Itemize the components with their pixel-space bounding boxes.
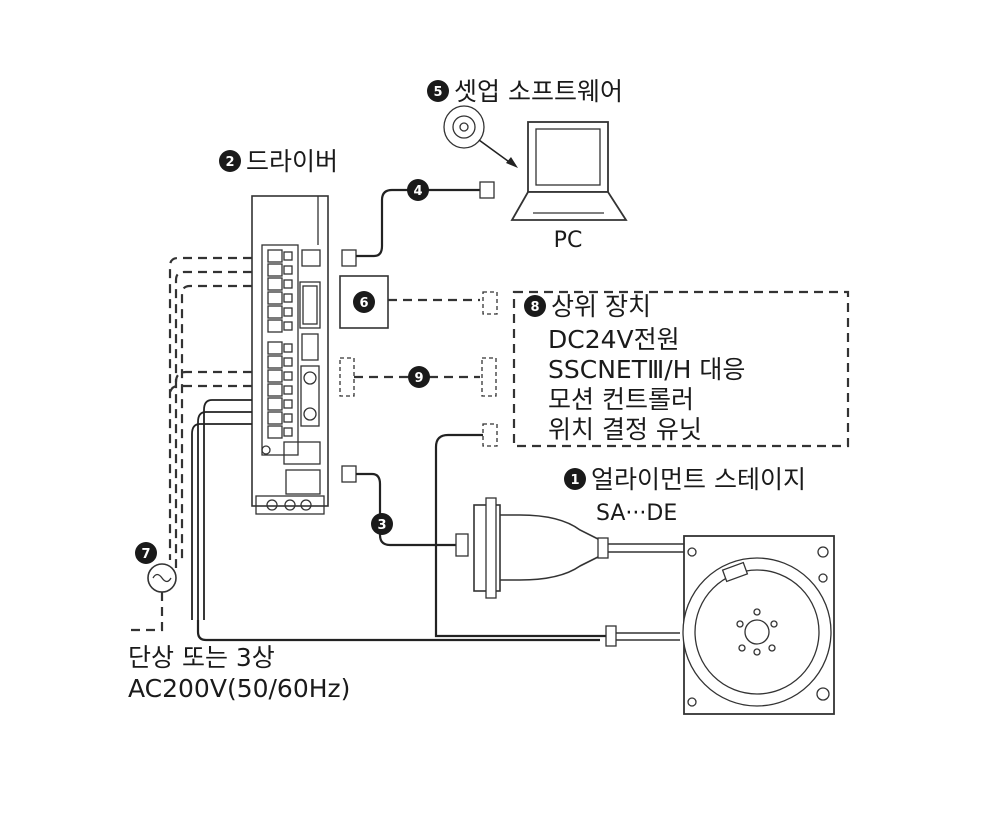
terminal-screw xyxy=(283,427,293,437)
terminal-slot xyxy=(267,397,283,411)
marker-8: 8 xyxy=(524,295,546,317)
ac-power-source xyxy=(128,560,178,632)
terminal-slot xyxy=(267,249,283,263)
ac-input-dashed xyxy=(128,592,164,632)
encoder-cable xyxy=(341,465,469,557)
marker-5: 5 xyxy=(427,80,449,102)
terminal-slot xyxy=(267,369,283,383)
svg-text:2: 2 xyxy=(225,155,234,170)
sscnet-connector-left xyxy=(339,357,355,397)
terminal-slot xyxy=(267,263,283,277)
stage-model-label: SA···DE xyxy=(596,501,677,526)
terminal-slot xyxy=(267,355,283,369)
terminal-slot xyxy=(267,341,283,355)
terminal-slot xyxy=(267,319,283,333)
marker-7: 7 xyxy=(135,542,157,564)
host-to-stage-line xyxy=(434,433,606,638)
power-voltage-label: AC200V(50/60Hz) xyxy=(128,674,350,703)
terminal-screw xyxy=(283,265,293,275)
terminal-screw xyxy=(283,357,293,367)
terminal-screw xyxy=(283,251,293,261)
setup-software-cd-icon xyxy=(443,105,485,149)
svg-text:5: 5 xyxy=(433,85,442,100)
terminal-screw xyxy=(283,279,293,289)
terminal-slot xyxy=(267,425,283,439)
terminal-screw xyxy=(283,343,293,353)
marker-9: 9 xyxy=(408,366,430,388)
host-item-motion-controller: 모션 컨트롤러 xyxy=(548,385,694,414)
terminal-slot xyxy=(267,291,283,305)
usb-cable xyxy=(341,181,495,267)
driver-terminal-blocks xyxy=(267,249,293,439)
svg-text:8: 8 xyxy=(530,300,539,315)
terminal-slot xyxy=(267,277,283,291)
terminal-screw xyxy=(283,413,293,423)
host-device-box xyxy=(512,290,850,448)
host-device-label: 상위 장치 xyxy=(551,292,651,321)
stage-label: 얼라이먼트 스테이지 xyxy=(591,465,806,494)
terminal-slot xyxy=(267,411,283,425)
svg-text:1: 1 xyxy=(570,473,579,488)
host-item-dc24v: DC24V전원 xyxy=(548,325,680,354)
svg-text:7: 7 xyxy=(141,547,150,562)
host-item-positioning-unit: 위치 결정 유닛 xyxy=(548,415,702,444)
motor-power-lines xyxy=(191,399,600,642)
alignment-stage-icon xyxy=(682,535,835,715)
terminal-screw xyxy=(283,293,293,303)
terminal-screw xyxy=(283,321,293,331)
marker-4: 4 xyxy=(407,179,429,201)
driver-label: 드라이버 xyxy=(246,147,338,176)
svg-text:6: 6 xyxy=(359,296,368,311)
marker-1: 1 xyxy=(564,468,586,490)
marker-6: 6 xyxy=(353,291,375,313)
terminal-slot xyxy=(267,305,283,319)
setup-software-label: 셋업 소프트웨어 xyxy=(454,77,623,106)
driver-unit xyxy=(251,195,329,515)
svg-text:4: 4 xyxy=(413,184,422,199)
cd-to-pc-arrow xyxy=(478,139,518,168)
terminal-slot xyxy=(267,383,283,397)
svg-text:9: 9 xyxy=(414,371,423,386)
marker-2: 2 xyxy=(219,150,241,172)
motor-connector xyxy=(473,497,684,599)
terminal-screw xyxy=(283,307,293,317)
pc-laptop-icon xyxy=(510,121,628,221)
terminal-screw xyxy=(283,371,293,381)
power-phase-label: 단상 또는 3상 xyxy=(128,643,275,672)
driver-dashed-lines xyxy=(168,256,252,560)
host-item-sscnet: SSCNETⅢ/H 대응 xyxy=(548,355,745,384)
marker-3: 3 xyxy=(371,513,393,535)
terminal-screw xyxy=(283,399,293,409)
sscnet-connector-right xyxy=(481,357,497,397)
pc-label: PC xyxy=(554,228,583,253)
svg-text:3: 3 xyxy=(377,518,386,533)
terminal-screw xyxy=(283,385,293,395)
